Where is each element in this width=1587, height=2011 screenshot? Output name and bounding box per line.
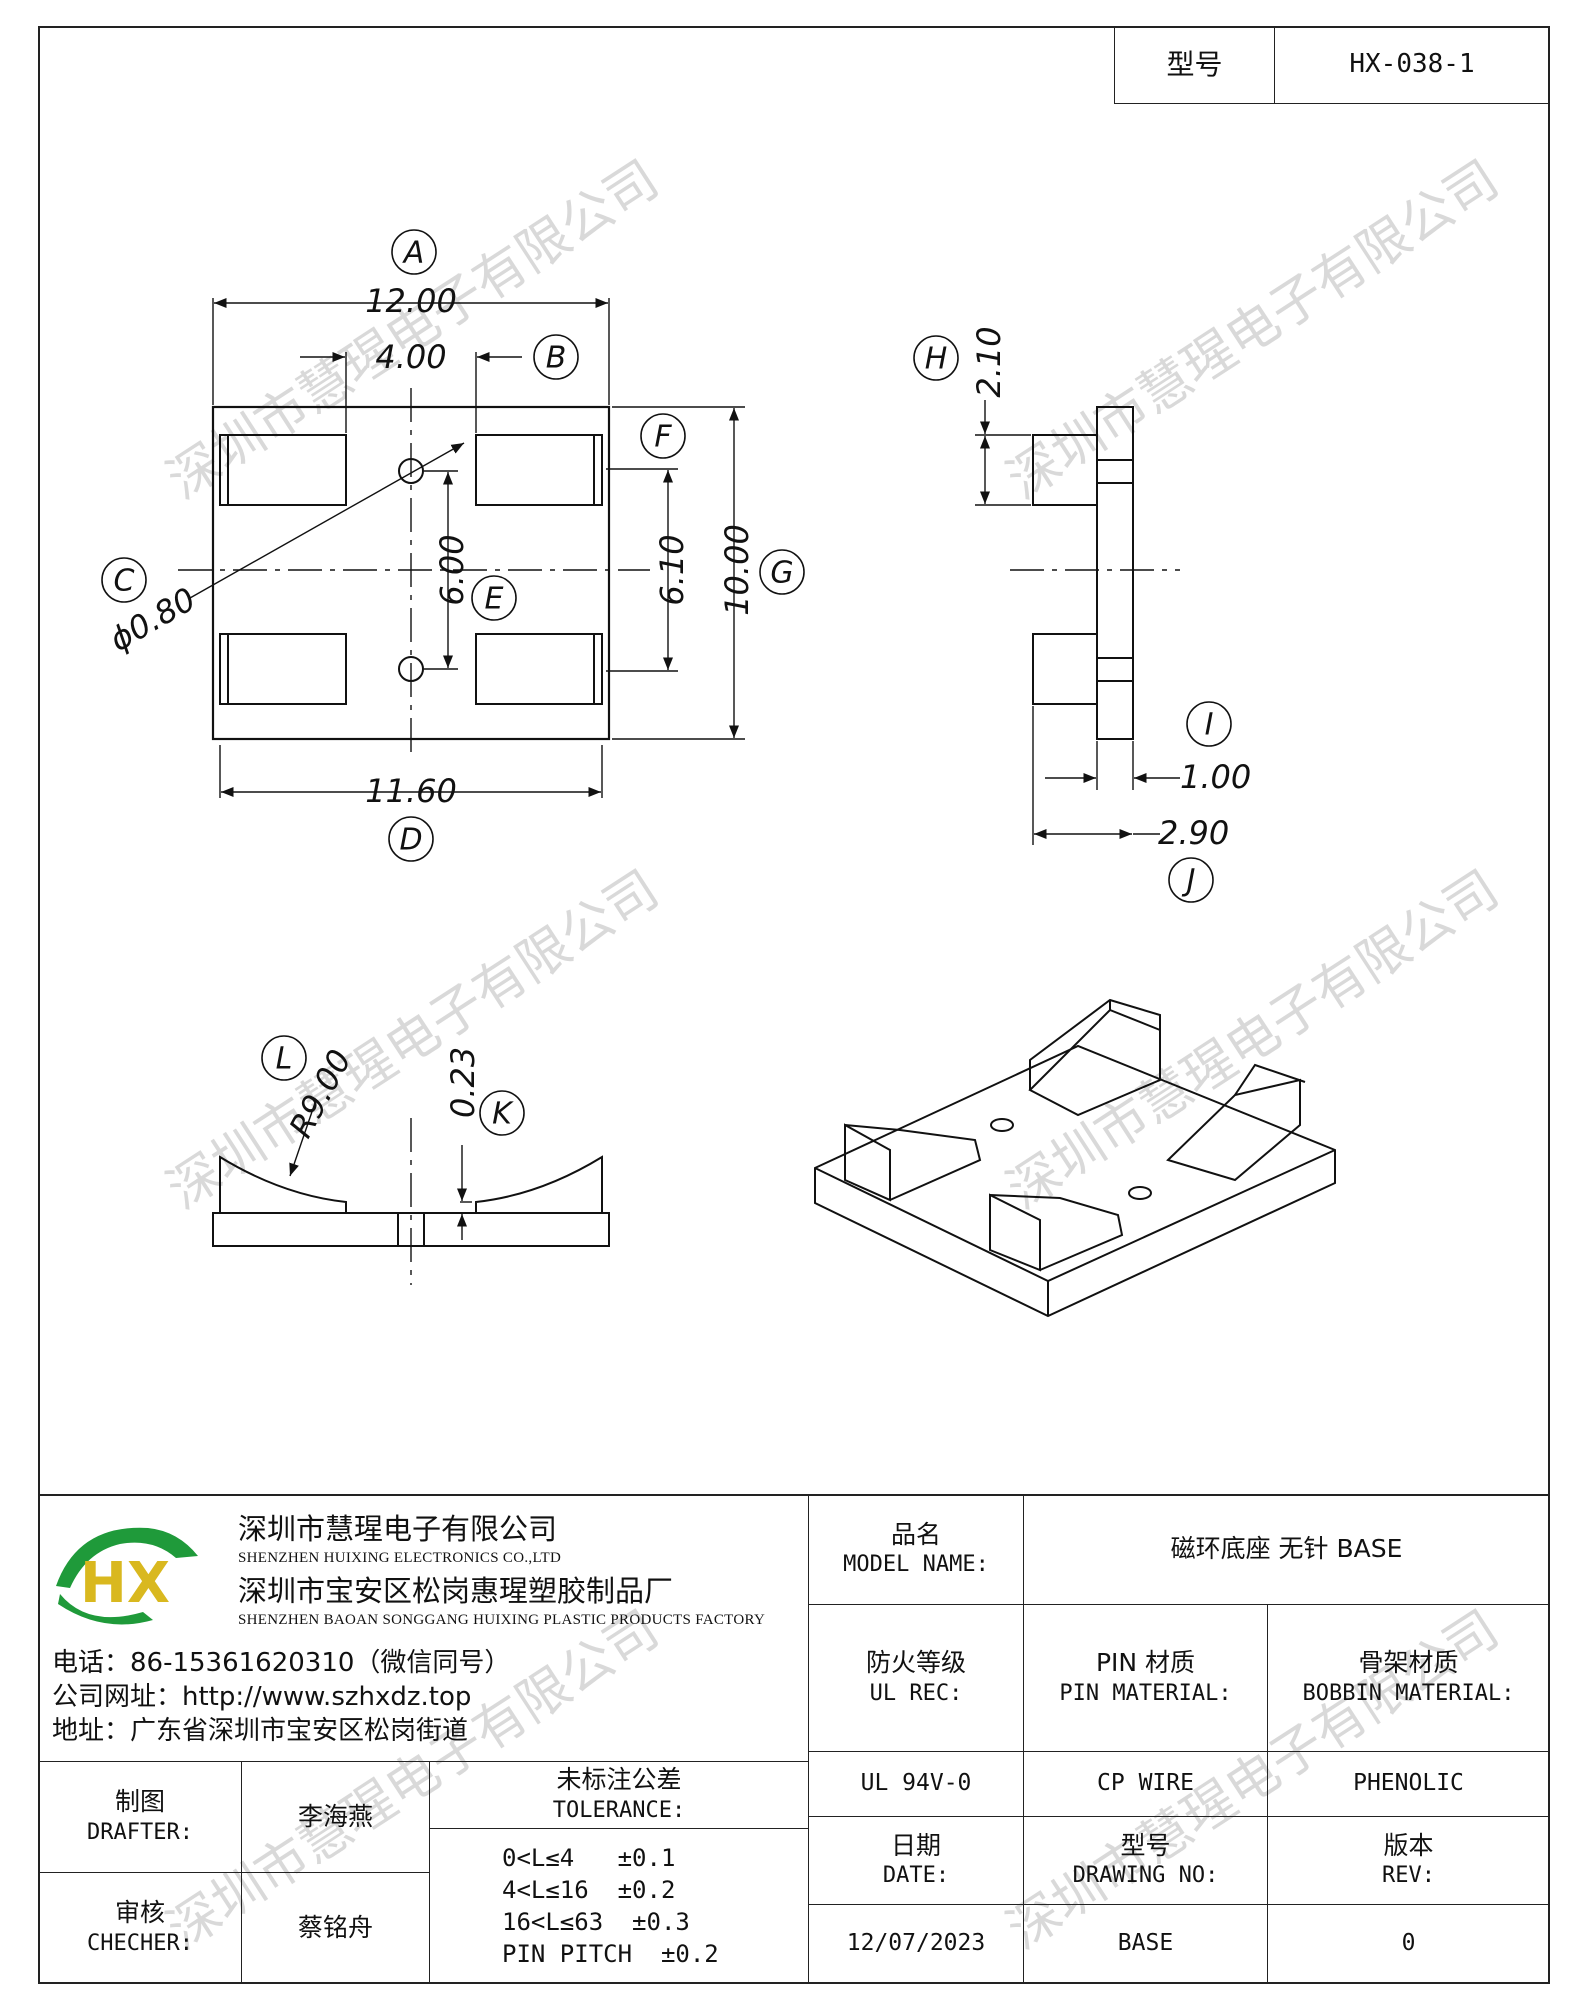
dim-H: 2.10 [970, 326, 1008, 397]
company-name-en: SHENZHEN HUIXING ELECTRONICS CO.,LTD [238, 1550, 562, 1566]
checker-label-cn: 审核 [114, 1898, 165, 1928]
ul-label-cell: 防火等级 UL REC: [808, 1604, 1024, 1752]
model-name-value: 磁环底座 无针 BASE [1170, 1534, 1403, 1564]
dim-I: 1.00 [1180, 758, 1251, 796]
rev-label-cn: 版本 [1383, 1830, 1434, 1860]
label-L: L [276, 1042, 293, 1077]
rev-label-cell: 版本 REV: [1267, 1816, 1550, 1905]
label-H: H [925, 342, 948, 377]
label-E: E [485, 582, 504, 617]
pin-value: CP WIRE [1097, 1770, 1194, 1797]
title-block-top-line [38, 1494, 1550, 1496]
tolerance-line: PIN PITCH ±0.2 [502, 1940, 719, 1969]
drawing-no-value: BASE [1117, 1930, 1174, 1957]
rev-label-en: REV: [1382, 1863, 1435, 1889]
ul-value: UL 94V-0 [860, 1770, 972, 1797]
drawing-no-label-en: DRAWING NO: [1072, 1863, 1219, 1889]
dim-L: R9.00 [282, 1043, 359, 1143]
label-B: B [546, 341, 567, 376]
model-name-label-en: MODEL NAME: [843, 1552, 989, 1578]
company-name-cn: 深圳市慧瑆电子有限公司 [238, 1512, 558, 1546]
label-A: A [402, 236, 425, 271]
date-label-cell: 日期 DATE: [808, 1816, 1024, 1905]
side-view [1032, 406, 1134, 740]
model-name-label-cell: 品名 MODEL NAME: [808, 1494, 1024, 1605]
company-logo: HX [56, 1527, 198, 1625]
top-view-pads [219, 434, 603, 705]
label-G: G [770, 556, 793, 591]
dim-G: 10.00 [718, 524, 756, 616]
tolerance-values-cell: 0<L≤4 ±0.1 4<L≤16 ±0.2 16<L≤63 ±0.3 PIN … [429, 1828, 809, 1984]
technical-drawing: A B C D E F G H I J L K 12.00 4.00 11.60… [101, 229, 1336, 1318]
bobbin-label-en: BOBBIN MATERIAL: [1302, 1680, 1515, 1706]
bobbin-label-cn: 骨架材质 [1358, 1648, 1459, 1678]
company-area: HX 深圳市慧瑆电子有限公司 SHENZHEN HUIXING ELECTRON… [38, 1494, 809, 1762]
isometric-view [814, 998, 1336, 1318]
drafter-label-cn: 制图 [114, 1787, 165, 1817]
bobbin-label-cell: 骨架材质 BOBBIN MATERIAL: [1267, 1604, 1550, 1752]
dim-K: 0.23 [444, 1047, 482, 1118]
factory-name-cn: 深圳市宝安区松岗惠瑆塑胶制品厂 [238, 1574, 674, 1608]
logo-text: HX [80, 1551, 170, 1616]
centerlines [178, 388, 1180, 1285]
tolerance-label-cell: 未标注公差 TOLERANCE: [429, 1761, 809, 1829]
front-view [212, 1155, 610, 1247]
checker-value: 蔡铭舟 [297, 1912, 373, 1942]
bobbin-value-cell: PHENOLIC [1267, 1751, 1550, 1817]
pin-label-cell: PIN 材质 PIN MATERIAL: [1023, 1604, 1268, 1752]
header-model-label-cell: 型号 [1114, 26, 1275, 104]
rev-value-cell: 0 [1267, 1904, 1550, 1984]
dim-F: 6.10 [653, 534, 691, 605]
date-label-en: DATE: [882, 1863, 950, 1889]
date-label-cn: 日期 [890, 1830, 941, 1860]
checker-label-cell: 审核 CHECHER: [38, 1872, 242, 1984]
factory-name-en: SHENZHEN BAOAN SONGGANG HUIXING PLASTIC … [238, 1612, 766, 1628]
tolerance-line: 4<L≤16 ±0.2 [502, 1875, 676, 1904]
checker-value-cell: 蔡铭舟 [241, 1872, 430, 1984]
label-C: C [114, 564, 135, 599]
dim-D: 11.60 [365, 772, 457, 810]
dim-A: 12.00 [365, 282, 457, 320]
company-phone: 电话：86-15361620310（微信同号） [52, 1648, 511, 1678]
drawing-no-label-cell: 型号 DRAWING NO: [1023, 1816, 1268, 1905]
tolerance-label-cn: 未标注公差 [556, 1765, 682, 1795]
drafter-value-cell: 李海燕 [241, 1761, 430, 1873]
ul-value-cell: UL 94V-0 [808, 1751, 1024, 1817]
label-F: F [654, 420, 672, 455]
date-value: 12/07/2023 [846, 1930, 986, 1957]
pin-label-cn: PIN 材质 [1095, 1648, 1196, 1678]
pin-label-en: PIN MATERIAL: [1059, 1680, 1232, 1706]
label-D: D [399, 823, 422, 858]
rev-value: 0 [1401, 1930, 1416, 1957]
drawing-no-value-cell: BASE [1023, 1904, 1268, 1984]
label-J: J [1182, 864, 1196, 899]
tolerance-label-en: TOLERANCE: [552, 1797, 686, 1823]
drafter-label-en: DRAFTER: [87, 1819, 193, 1845]
header-model-value-cell: HX-038-1 [1274, 26, 1550, 104]
label-I: I [1205, 708, 1214, 743]
model-name-value-cell: 磁环底座 无针 BASE [1023, 1494, 1550, 1605]
pin-value-cell: CP WIRE [1023, 1751, 1268, 1817]
label-circles [101, 229, 1232, 1136]
tolerance-line: 16<L≤63 ±0.3 [502, 1908, 690, 1936]
company-address: 地址：广东省深圳市宝安区松岗街道 [52, 1716, 469, 1746]
tolerance-line: 0<L≤4 ±0.1 [502, 1843, 676, 1872]
drafter-label-cell: 制图 DRAFTER: [38, 1761, 242, 1873]
label-K: K [492, 1097, 514, 1132]
bobbin-value: PHENOLIC [1353, 1770, 1464, 1797]
header-model-label: 型号 [1166, 47, 1223, 81]
ul-label-cn: 防火等级 [865, 1648, 966, 1678]
drafter-value: 李海燕 [297, 1801, 373, 1831]
dim-B: 4.00 [375, 338, 446, 376]
header-model-value: HX-038-1 [1349, 49, 1475, 80]
drawing-no-label-cn: 型号 [1120, 1830, 1171, 1860]
model-name-label-cn: 品名 [890, 1519, 941, 1549]
date-value-cell: 12/07/2023 [808, 1904, 1024, 1984]
dim-E: 6.00 [433, 534, 471, 605]
checker-label-en: CHECHER: [87, 1930, 193, 1956]
company-website: 公司网址：http://www.szhxdz.top [52, 1682, 472, 1712]
dim-J: 2.90 [1158, 814, 1229, 852]
ul-label-en: UL REC: [869, 1680, 963, 1706]
